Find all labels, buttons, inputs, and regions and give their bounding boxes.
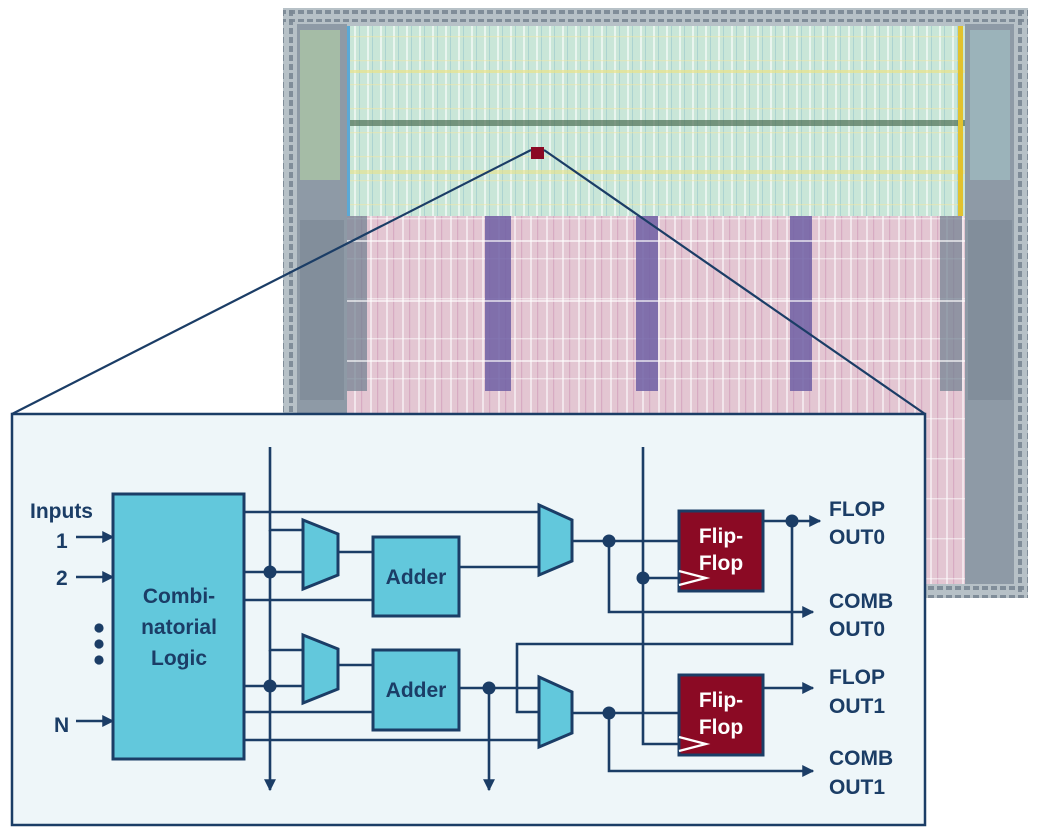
logic-label-line1: Combi-: [143, 585, 215, 608]
zoom-line-right: [543, 149, 926, 415]
flip-flop-bottom-label-line2: Flop: [699, 716, 743, 739]
output-mux-bottom: [537, 674, 574, 750]
zoom-line-left: [11, 149, 532, 415]
flop-out1-label-line1: FLOP: [829, 666, 885, 689]
flip-flop-top-label-line1: Flip-: [699, 525, 743, 548]
adder-bottom-label: Adder: [386, 679, 447, 702]
logic-label-line2: natorial: [141, 616, 217, 639]
junction-dots: [263, 514, 799, 720]
input-n-label: N: [54, 714, 69, 737]
inputs-label: Inputs: [30, 500, 93, 523]
input-2-label: 2: [56, 567, 68, 590]
output-mux-top: [537, 502, 574, 578]
flip-flop-bottom-clock-icon: [678, 735, 711, 753]
input-mux-bottom: [301, 632, 340, 706]
comb-out1-label-line1: COMB: [829, 747, 893, 770]
flip-flop-bottom-label-line1: Flip-: [699, 689, 743, 712]
flip-flop-top-block: [677, 509, 765, 593]
combinatorial-logic-block: [111, 492, 246, 761]
input-1-label: 1: [56, 530, 68, 553]
flip-flop-top-clock-icon: [678, 569, 711, 587]
adder-top-label: Adder: [386, 566, 447, 589]
logic-label-line3: Logic: [151, 647, 207, 670]
selected-region-marker: [531, 147, 544, 159]
flip-flop-bottom-block: [677, 673, 765, 757]
adder-bottom-block: [371, 648, 461, 732]
wiring: [244, 447, 822, 792]
flop-out0-label-line2: OUT0: [829, 526, 885, 549]
flip-flop-top-label-line2: Flop: [699, 552, 743, 575]
flop-out0-label-line1: FLOP: [829, 498, 885, 521]
comb-out0-label-line1: COMB: [829, 590, 893, 613]
flop-out1-label-line2: OUT1: [829, 695, 885, 718]
ellipsis-dots: [94, 623, 104, 665]
adder-top-block: [371, 535, 461, 618]
comb-out1-label-line2: OUT1: [829, 776, 885, 799]
input-mux-top: [301, 517, 340, 592]
comb-out0-label-line2: OUT0: [829, 618, 885, 641]
